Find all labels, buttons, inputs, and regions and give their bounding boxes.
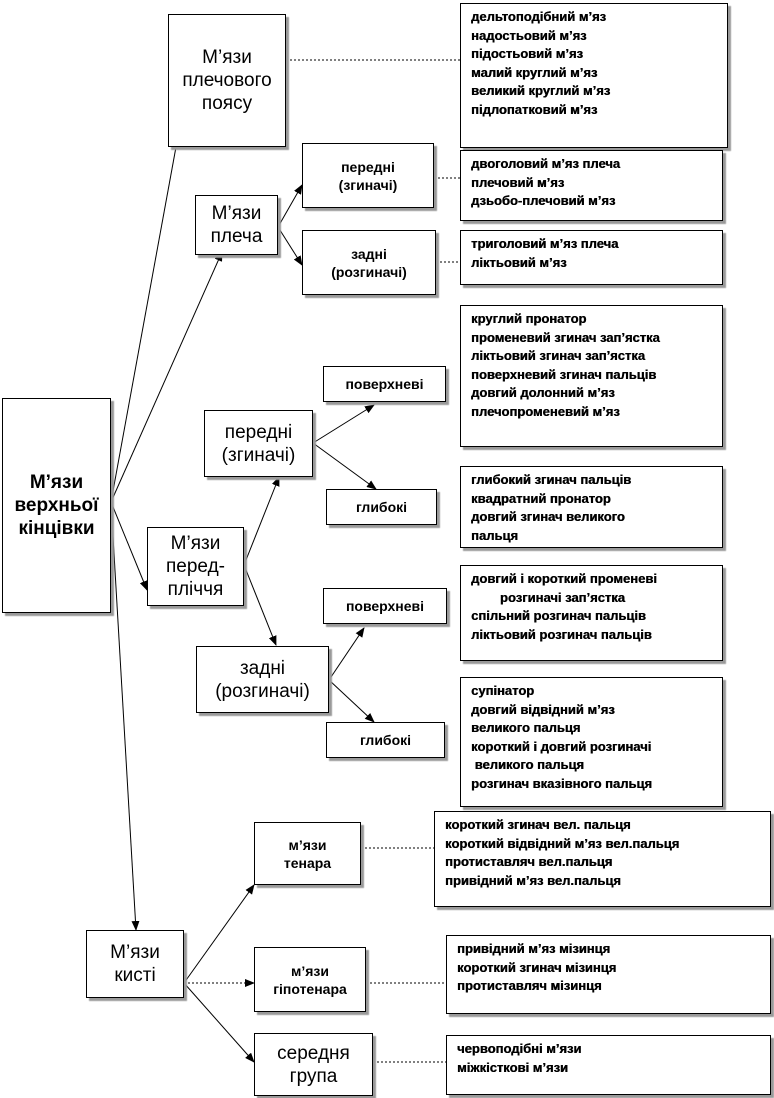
list-item: двоголовий м’яз плеча [471, 156, 620, 171]
list-item: підлопатковий м’яз [471, 101, 598, 117]
list-item: короткий згинач вел. пальця [445, 817, 631, 832]
list-item: дзьобо-плечовий м’яз [471, 193, 616, 209]
list-item: привідний м’яз мізинця [457, 941, 611, 956]
list-item: малий круглий м’яз [471, 64, 598, 80]
link-root-shoulder [110, 251, 223, 503]
list-forearm-front-superficial: круглий пронатор променевий згинач зап’я… [460, 305, 723, 447]
list-item: супінатор [471, 683, 535, 698]
link-shoulder-back [277, 226, 303, 266]
list-item: дельтоподібний м’яз [471, 9, 606, 24]
list-item: довгий долонний м’яз [471, 385, 615, 401]
list-shoulder-back: триголовий м’яз плеча ліктьовий м’яз [460, 230, 723, 285]
node-shoulder-front: передні (згиначі) [302, 143, 434, 208]
list-forearm-front-deep: глибокий згинач пальців квадратний прона… [460, 466, 723, 548]
list-item: розгинач вказівного пальця [471, 775, 652, 791]
link-fback-deep [328, 679, 375, 723]
list-middle-group: червоподібні м’язи міжкісткові м’язи [446, 1035, 771, 1095]
list-item: протиставляч мізинця [457, 978, 602, 994]
node-forearm-front: передні (згиначі) [204, 410, 313, 477]
list-item: пальця [471, 527, 518, 543]
node-forearm-back-deep: глибокі [326, 722, 445, 758]
node-shoulder-back: задні (розгиначі) [302, 230, 436, 295]
node-forearm-back: задні (розгиначі) [196, 646, 329, 713]
list-item: надостьовий м’яз [471, 27, 587, 43]
list-item: великого пальця [471, 757, 584, 773]
list-hypothenar: привідний м’яз мізинця короткий згинач м… [446, 935, 771, 1014]
list-forearm-back-deep: супінатор довгий відвідний м’яз великого… [460, 677, 723, 807]
list-item: привідний м’яз вел.пальця [445, 872, 621, 888]
list-item: довгий відвідний м’яз [471, 701, 615, 717]
node-thenar: м’язи тенара [254, 822, 361, 885]
list-item: квадратний пронатор [471, 490, 611, 506]
link-root-forearm [110, 501, 148, 591]
node-forearm: М’язи перед- пліччя [147, 527, 244, 606]
link-forearm-back [243, 564, 277, 646]
link-forearm-front [243, 476, 280, 566]
link-hand-middle [183, 982, 255, 1063]
list-item: плечовий м’яз [471, 174, 565, 190]
list-item: великий круглий м’яз [471, 83, 611, 99]
node-shoulder: М’язи плеча [195, 195, 278, 255]
list-item: ліктьовий розгинач пальців [471, 626, 652, 642]
list-item: великого пальця [471, 720, 581, 736]
node-root: М’язи верхньої кінцівки [2, 398, 111, 613]
list-item: підостьовий м’яз [471, 46, 583, 62]
link-ffront-sup [312, 404, 375, 444]
list-item: променевий згинач зап’ястка [471, 329, 660, 345]
node-hand: М’язи кисті [86, 930, 184, 998]
link-shoulder-front [277, 184, 303, 228]
node-middle-group: середня група [254, 1033, 373, 1096]
list-item: поверхневий згинач пальців [471, 366, 657, 382]
node-forearm-front-deep: глибокі [326, 489, 437, 525]
list-item: міжкісткові м’язи [457, 1059, 568, 1075]
node-shoulder-girdle: М’язи плечового поясу [168, 14, 286, 147]
list-item: протиставляч вел.пальця [445, 854, 613, 870]
list-item: круглий пронатор [471, 311, 587, 326]
list-item: спільний розгинач пальців [471, 608, 646, 624]
node-forearm-front-superficial: поверхневі [323, 366, 446, 402]
link-root-hand [110, 501, 140, 931]
list-item: короткий відвідний м’яз вел.пальця [445, 835, 680, 851]
node-hypothenar: м’язи гіпотенара [254, 947, 366, 1012]
list-item: червоподібні м’язи [457, 1041, 582, 1056]
list-item: ліктьовий згинач зап’ястка [471, 348, 645, 364]
list-item: короткий і довгий розгиначі [471, 738, 652, 754]
link-hand-thenar [183, 884, 255, 984]
list-item: глибокий згинач пальців [471, 472, 632, 487]
list-item: ліктьовий м’яз [471, 254, 567, 270]
link-root-girdle [110, 146, 177, 503]
list-item: розгиначі зап’ястка [471, 589, 625, 605]
link-ffront-deep [312, 442, 377, 490]
link-fback-sup [328, 627, 365, 681]
list-item: плечопроменевий м’яз [471, 403, 620, 419]
list-item: короткий згинач мізинця [457, 959, 617, 975]
list-shoulder-girdle: дельтоподібний м’яз надостьовий м’яз під… [460, 3, 728, 148]
list-item: довгий згинач великого [471, 509, 625, 525]
list-forearm-back-superficial: довгий і короткий променеві розгиначі за… [460, 565, 723, 661]
list-item: триголовий м’яз плеча [471, 236, 619, 251]
list-thenar: короткий згинач вел. пальця короткий від… [434, 811, 771, 907]
list-item: довгий і короткий променеві [471, 571, 657, 586]
node-forearm-back-superficial: поверхневі [323, 588, 447, 624]
list-shoulder-front: двоголовий м’яз плеча плечовий м’яз дзьо… [460, 150, 723, 221]
